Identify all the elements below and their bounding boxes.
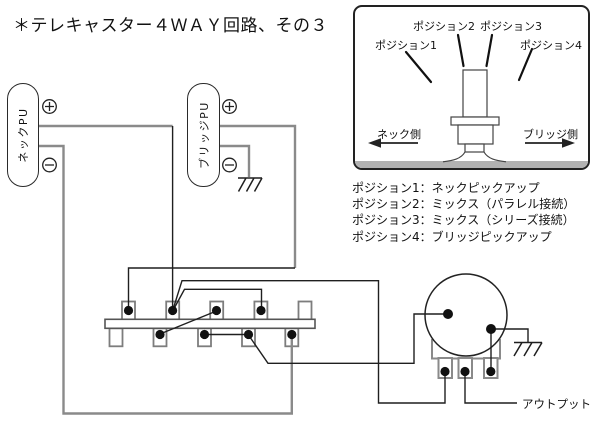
neck-pickup: ネックPU <box>7 83 39 187</box>
bridge-direction-arrow <box>525 138 575 148</box>
position2-label: ポジション2 <box>413 20 475 33</box>
position-selector-box: ポジション1 ポジション2 ポジション3 ポジション4 ネック側 ブリッジ側 <box>353 5 590 170</box>
minus-terminal-icon <box>222 157 237 173</box>
circuit-wires <box>127 126 529 404</box>
switch-bar <box>104 318 316 330</box>
switch-mounting-plate <box>355 161 588 168</box>
bridge-side-label: ブリッジ側 <box>523 128 578 141</box>
minus-terminal-icon <box>42 157 57 173</box>
ground-icon <box>513 341 543 357</box>
page-title: ＊テレキャスター４ＷＡＹ回路、その３ <box>13 16 328 36</box>
position1-label: ポジション1 <box>375 39 437 52</box>
plus-terminal-icon <box>222 99 237 114</box>
volume-pot <box>424 273 508 357</box>
switch-lugs-top <box>121 300 313 321</box>
position-pointer-lines <box>404 33 534 84</box>
lever-switch-drawing <box>368 33 575 163</box>
position3-label: ポジション3 <box>480 20 542 33</box>
plus-terminal-icon <box>42 99 57 114</box>
neck-side-label: ネック側 <box>377 128 421 141</box>
position4-label: ポジション4 <box>520 39 582 52</box>
solder-dots <box>123 305 496 377</box>
ground-icon <box>237 177 263 192</box>
legend-line: ポジション3：ミックス（シリーズ接続） <box>352 213 575 228</box>
position-legend: ポジション1：ネックピックアップ ポジション2：ミックス（パラレル接続） ポジシ… <box>352 180 575 245</box>
legend-line: ポジション2：ミックス（パラレル接続） <box>352 197 576 212</box>
legend-line: ポジション4：ブリッジピックアップ <box>352 229 552 244</box>
bridge-pickup: ブリッジPU <box>187 83 220 187</box>
output-label: アウトプット <box>522 397 591 411</box>
pickup-wires <box>39 124 297 415</box>
neck-direction-arrow <box>368 138 418 148</box>
legend-line: ポジション1：ネックピックアップ <box>352 181 540 195</box>
switch-skirt <box>442 151 507 163</box>
